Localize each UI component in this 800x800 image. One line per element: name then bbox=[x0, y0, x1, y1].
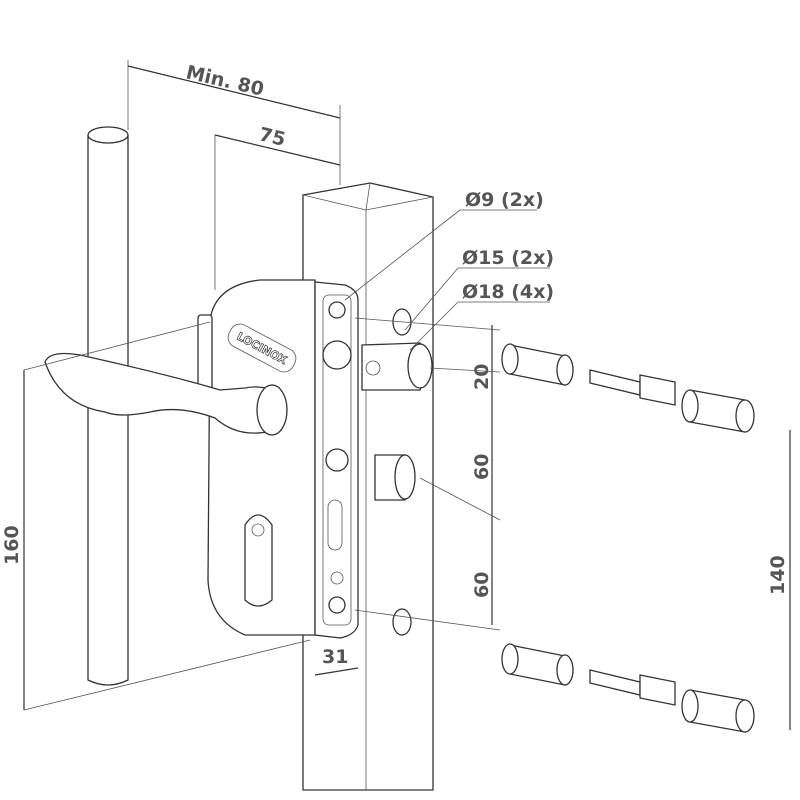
dimension-lines bbox=[23, 60, 791, 730]
dim-60-upper: 60 bbox=[471, 454, 493, 480]
dim-min-80: Min. 80 bbox=[184, 61, 266, 100]
dim-140: 140 bbox=[767, 555, 789, 595]
lock-body: LOCINOX bbox=[197, 279, 433, 639]
label-hole-15: Ø15 (2x) bbox=[462, 247, 554, 269]
screw bbox=[325, 448, 349, 472]
label-hole-9: Ø9 (2x) bbox=[465, 189, 544, 211]
fixing-set-top bbox=[501, 343, 755, 433]
screw bbox=[328, 301, 346, 319]
lever-handle bbox=[44, 352, 288, 436]
dim-20: 20 bbox=[471, 364, 493, 390]
dim-60-lower: 60 bbox=[471, 572, 493, 598]
label-hole-18: Ø18 (4x) bbox=[462, 281, 554, 303]
dim-160: 160 bbox=[1, 525, 23, 565]
hole-15 bbox=[392, 608, 412, 636]
dim-31: 31 bbox=[322, 646, 348, 668]
screw bbox=[328, 596, 346, 614]
fixing-set-bottom bbox=[501, 643, 755, 733]
key-cylinder bbox=[244, 514, 273, 607]
